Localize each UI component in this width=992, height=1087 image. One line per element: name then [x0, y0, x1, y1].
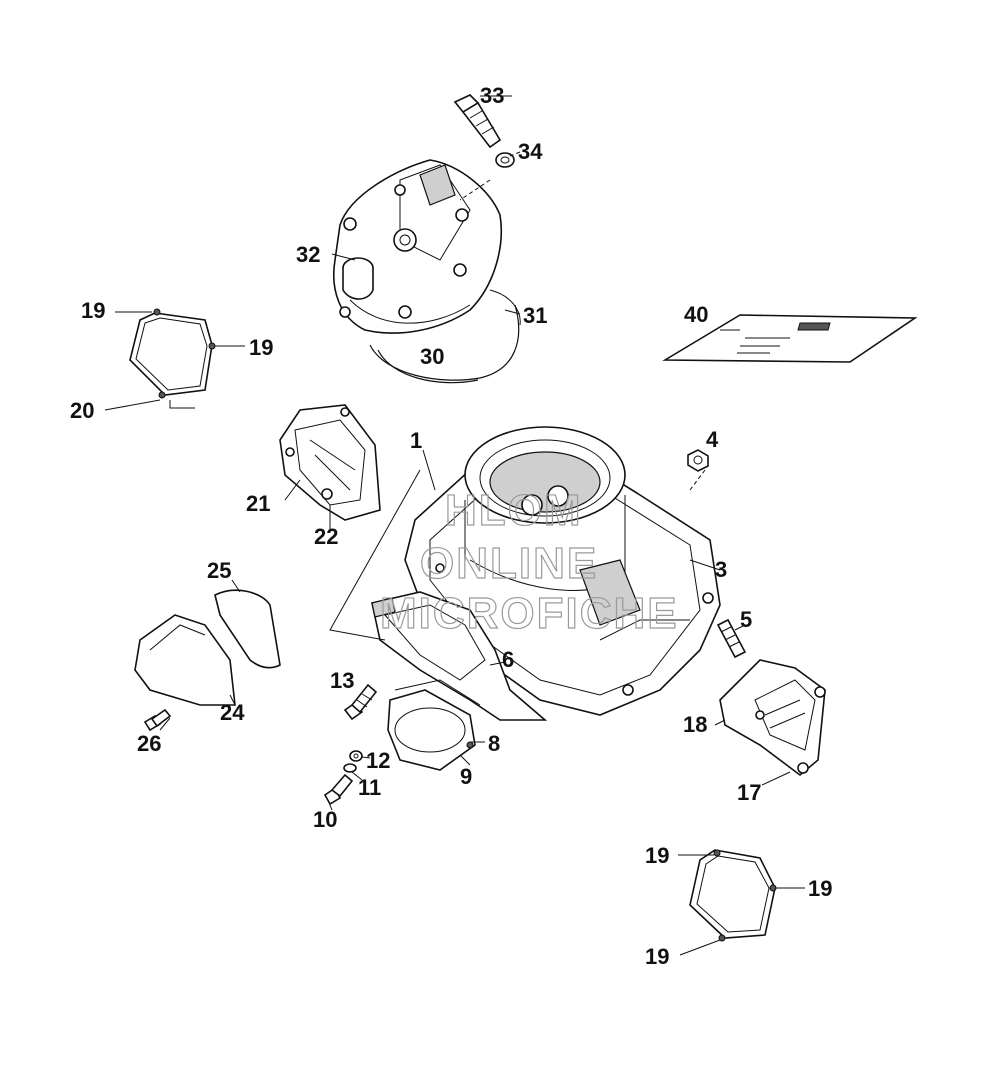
callout-31: 31 — [523, 303, 547, 328]
callout-19-e: 19 — [645, 944, 669, 969]
callout-26: 26 — [137, 731, 161, 756]
cylinder-head — [333, 159, 503, 334]
watermark-line-1: HLOM — [445, 486, 583, 535]
reed-valve — [371, 591, 548, 721]
callout-33: 33 — [480, 83, 504, 108]
callout-34: 34 — [518, 139, 543, 164]
washer-11 — [343, 763, 357, 773]
cover-gasket — [214, 589, 281, 669]
callout-32: 32 — [296, 242, 320, 267]
cylinder-stud — [716, 618, 747, 659]
callout-8: 8 — [488, 731, 500, 756]
callout-22: 22 — [314, 524, 338, 549]
head-bolt — [453, 94, 502, 149]
callout-1: 1 — [410, 428, 422, 453]
exhaust-cover-right — [719, 659, 826, 777]
manual-booklet — [662, 314, 918, 363]
callout-10: 10 — [313, 807, 337, 832]
callout-19-a: 19 — [81, 298, 105, 323]
callout-17: 17 — [737, 780, 761, 805]
callout-11: 11 — [358, 775, 381, 800]
head-o-rings — [369, 289, 521, 384]
watermark-line-2: ONLINE — [420, 539, 598, 588]
callout-20: 20 — [70, 398, 94, 423]
callout-4: 4 — [706, 427, 719, 452]
callout-18: 18 — [683, 712, 707, 737]
washer-12 — [349, 750, 363, 762]
callout-25: 25 — [207, 558, 231, 583]
callout-9: 9 — [460, 764, 472, 789]
bolt-13 — [343, 683, 378, 721]
callout-19-c: 19 — [645, 843, 669, 868]
callout-13: 13 — [330, 668, 354, 693]
callout-24: 24 — [220, 700, 245, 725]
cover-screw — [143, 708, 172, 732]
exhaust-cover-left — [279, 404, 381, 521]
callouts: 33 34 32 31 30 19 19 20 40 1 4 21 22 3 2… — [70, 83, 832, 969]
intake-flange — [387, 679, 481, 771]
callout-19-d: 19 — [808, 876, 832, 901]
watermark-line-3: MICROFICHE — [380, 589, 679, 638]
watermark: HLOM ONLINE MICROFICHE — [379, 485, 679, 638]
head-washer — [495, 152, 515, 168]
callout-30: 30 — [420, 344, 444, 369]
gasket-bottom-right — [689, 849, 777, 942]
side-cover — [134, 614, 236, 706]
cylinder-nut — [687, 449, 709, 472]
callout-12: 12 — [366, 748, 390, 773]
callout-21: 21 — [246, 491, 270, 516]
callout-6: 6 — [502, 647, 514, 672]
callout-40: 40 — [684, 302, 708, 327]
bolt-10 — [323, 773, 354, 806]
callout-19-b: 19 — [249, 335, 273, 360]
gasket-top-left — [129, 308, 216, 409]
callout-3: 3 — [715, 557, 727, 582]
leader-lines — [104, 95, 805, 956]
callout-5: 5 — [740, 607, 752, 632]
